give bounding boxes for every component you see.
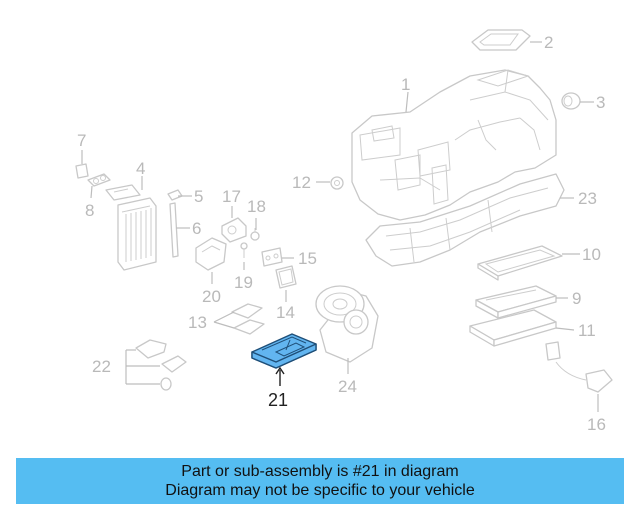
callout-9[interactable]: 9 xyxy=(572,289,581,308)
part-15-bracket[interactable] xyxy=(261,247,283,267)
callout-3[interactable]: 3 xyxy=(596,93,605,112)
part-21-highlighted-door[interactable] xyxy=(251,333,317,369)
callouts: 1 2 3 4 5 6 7 8 9 10 11 12 13 14 15 16 1… xyxy=(77,33,606,434)
callout-23[interactable]: 23 xyxy=(578,189,597,208)
callout-16[interactable]: 16 xyxy=(587,415,606,434)
parts-diagram: 1 2 3 4 5 6 7 8 9 10 11 12 13 14 15 16 1… xyxy=(75,29,613,434)
part-2-gasket[interactable] xyxy=(471,29,531,51)
part-20-motor-cover[interactable] xyxy=(195,237,227,271)
callout-14[interactable]: 14 xyxy=(276,303,295,322)
part-12-bolt[interactable] xyxy=(330,176,344,190)
part-3-plug[interactable] xyxy=(561,92,581,110)
part-13-clips[interactable] xyxy=(231,303,265,335)
callout-13[interactable]: 13 xyxy=(188,313,207,332)
part-18-pin[interactable] xyxy=(250,228,260,241)
callout-5[interactable]: 5 xyxy=(194,187,203,206)
part-10-filter[interactable] xyxy=(477,245,563,281)
part-7-clip[interactable] xyxy=(75,163,89,179)
callout-12[interactable]: 12 xyxy=(292,173,311,192)
callout-2[interactable]: 2 xyxy=(544,33,553,52)
callout-15[interactable]: 15 xyxy=(298,249,317,268)
banner-line-1: Part or sub-assembly is #21 in diagram xyxy=(181,463,459,480)
callout-17[interactable]: 17 xyxy=(222,187,241,206)
part-14-panel[interactable] xyxy=(275,265,297,289)
part-11-filter[interactable] xyxy=(469,309,557,347)
part-5-clip[interactable] xyxy=(167,189,183,201)
part-22-bracket-assembly[interactable] xyxy=(135,339,187,391)
callout-24[interactable]: 24 xyxy=(338,377,357,396)
part-8-seal[interactable] xyxy=(87,173,111,187)
part-24-blower-motor[interactable] xyxy=(315,285,379,363)
part-9-filter[interactable] xyxy=(475,285,557,319)
info-banner: Part or sub-assembly is #21 in diagram D… xyxy=(16,458,624,504)
banner-line-2: Diagram may not be specific to your vehi… xyxy=(165,482,475,499)
callout-22[interactable]: 22 xyxy=(92,357,111,376)
callout-20[interactable]: 20 xyxy=(202,287,221,306)
callout-6[interactable]: 6 xyxy=(192,219,201,238)
part-23-duct[interactable] xyxy=(365,173,565,267)
part-16-wiring-harness[interactable] xyxy=(545,341,613,393)
part-4-heater-core[interactable] xyxy=(105,184,157,271)
callout-4[interactable]: 4 xyxy=(136,159,145,178)
callout-19[interactable]: 19 xyxy=(234,273,253,292)
callout-1[interactable]: 1 xyxy=(401,75,410,94)
callout-10[interactable]: 10 xyxy=(582,245,601,264)
callout-21[interactable]: 21 xyxy=(268,390,288,410)
part-17-actuator[interactable] xyxy=(221,217,247,243)
callout-18[interactable]: 18 xyxy=(247,197,266,216)
callout-11[interactable]: 11 xyxy=(578,321,596,340)
part-6-rod[interactable] xyxy=(169,202,179,258)
part-19-screw[interactable] xyxy=(240,242,248,258)
leader-lines xyxy=(81,41,599,412)
callout-8[interactable]: 8 xyxy=(85,201,94,220)
callout-7[interactable]: 7 xyxy=(77,131,86,150)
part-1-hvac-housing[interactable] xyxy=(351,69,557,221)
